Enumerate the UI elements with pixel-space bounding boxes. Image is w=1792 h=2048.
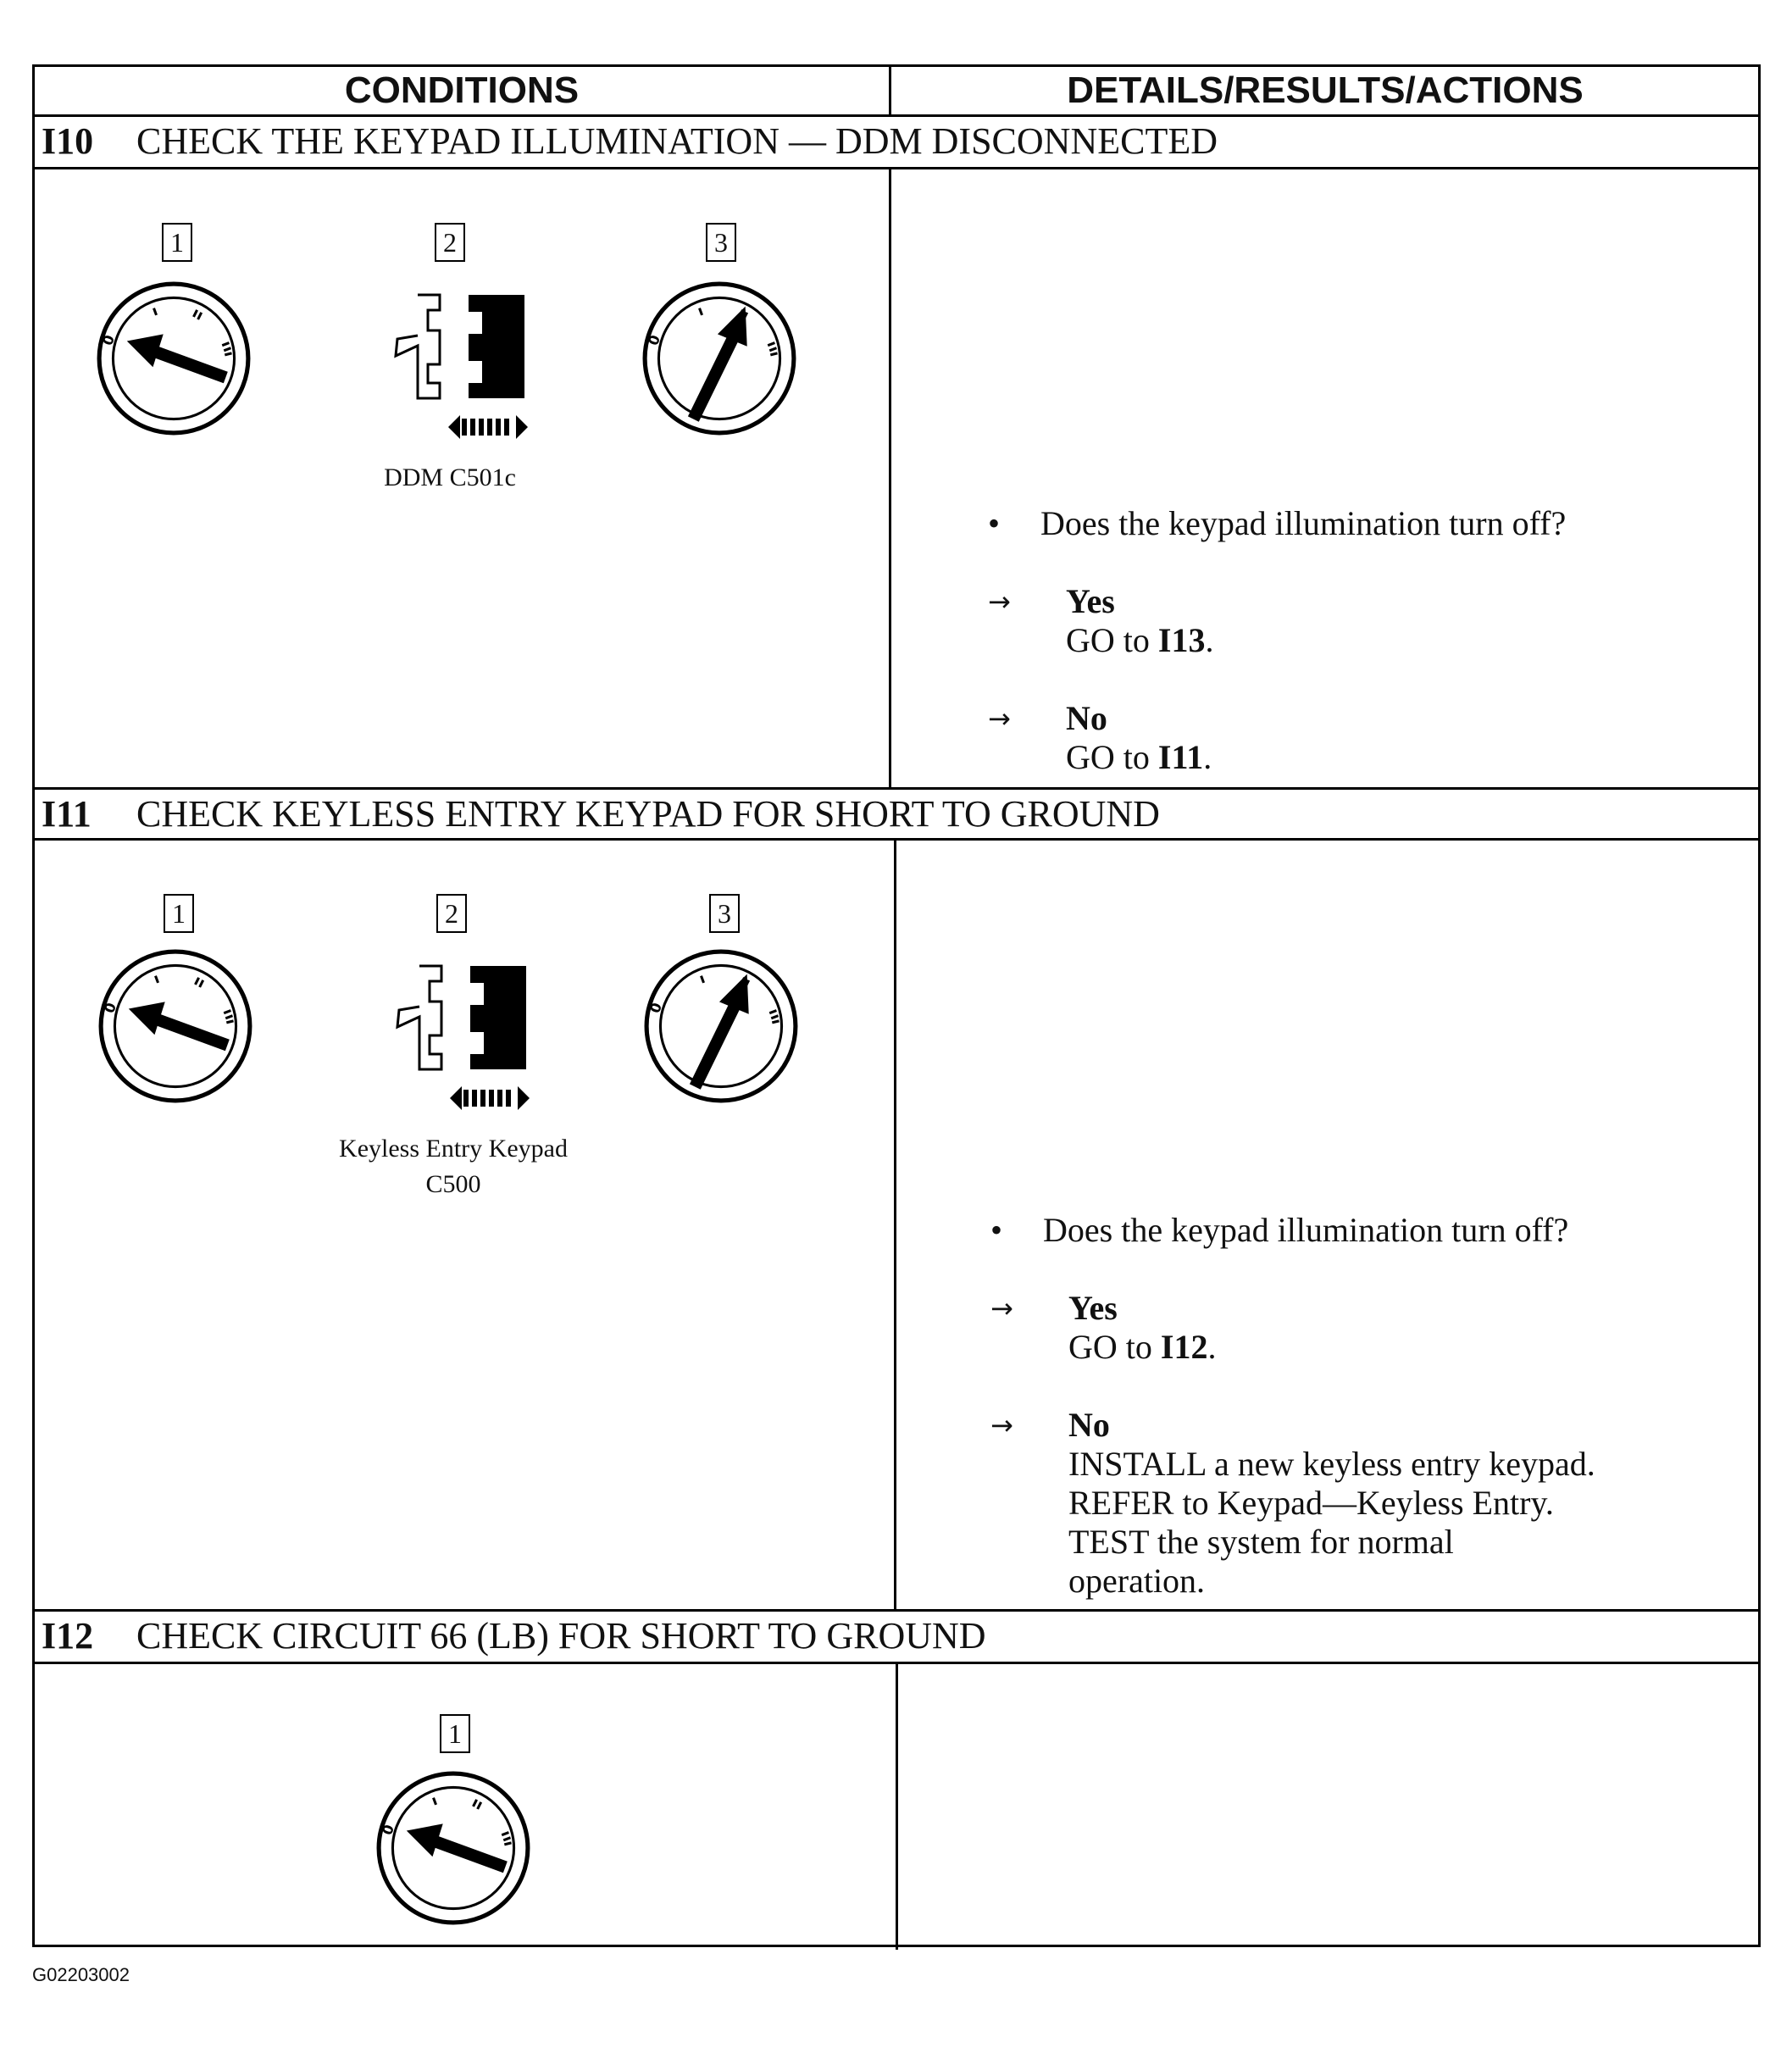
step-title-text: CHECK CIRCUIT 66 (LB) FOR SHORT TO GROUN… [136,1614,986,1657]
step-number: I10 [42,119,94,162]
question-text: Does the keypad illumination turn off? [1040,504,1567,542]
ignition-switch-run-icon [643,948,799,1104]
ignition-switch-off-icon [375,1770,531,1926]
step-title-text: CHECK KEYLESS ENTRY KEYPAD FOR SHORT TO … [136,792,1160,835]
column-divider [896,1662,898,1950]
connector-disconnect-icon [394,293,530,441]
step-title-i10: I10 CHECK THE KEYPAD ILLUMINATION — DDM … [42,116,1218,165]
column-divider [894,838,896,1611]
connector-label-line: Keyless Entry Keypad [339,1135,568,1163]
connector-disconnect-icon [396,964,531,1112]
yes-label: Yes [1066,582,1115,620]
column-divider [889,67,891,116]
step-badge: 1 [162,223,192,262]
yes-action: GO to I12. [1068,1328,1217,1366]
arrow-icon: → [990,1409,1013,1441]
connector-label-line: C500 [425,1170,481,1198]
ignition-switch-off-icon [96,280,252,436]
bullet: • [988,504,1001,542]
step-badge: 1 [440,1714,470,1753]
no-action-line: REFER to Keypad—Keyless Entry. [1068,1484,1554,1522]
yes-label: Yes [1068,1289,1118,1327]
step-title-text: CHECK THE KEYPAD ILLUMINATION — DDM DISC… [136,119,1218,162]
arrow-icon: → [990,1292,1013,1324]
step-title-i11: I11 CHECK KEYLESS ENTRY KEYPAD FOR SHORT… [42,789,1160,838]
rule [35,838,1758,841]
no-action-line: INSTALL a new keyless entry keypad. [1068,1445,1595,1483]
step-reference: I12 [1160,1328,1208,1366]
arrow-icon: → [988,702,1011,735]
diagnostic-table: CONDITIONS DETAILS/RESULTS/ACTIONS I10 C… [32,64,1761,1950]
rule [35,167,1758,169]
yes-action: GO to I13. [1066,621,1214,659]
rule [35,787,1758,790]
step-badge: 1 [164,894,194,933]
step-reference: I11 [1157,738,1204,776]
step-badge: 2 [436,894,467,933]
details-header: DETAILS/RESULTS/ACTIONS [1067,69,1584,111]
arrow-icon: → [988,586,1011,618]
column-divider [889,167,891,789]
step-number: I11 [42,792,92,835]
rule [35,114,1758,117]
connector-label: DDM C501c [384,463,516,491]
no-label: No [1066,699,1107,737]
ignition-switch-run-icon [641,280,797,436]
no-action: GO to I11. [1066,738,1212,776]
step-reference: I13 [1157,621,1206,659]
step-badge: 2 [435,223,465,262]
step-badge: 3 [709,894,740,933]
ignition-switch-off-icon [97,948,253,1104]
rule [35,1609,1758,1612]
no-action-line: TEST the system for normal [1068,1523,1454,1561]
question-text: Does the keypad illumination turn off? [1043,1211,1569,1249]
conditions-header: CONDITIONS [344,69,580,111]
no-action-line: operation. [1068,1562,1206,1600]
no-label: No [1068,1406,1110,1444]
i10-actions: • Does the keypad illumination turn off?… [988,504,1734,784]
i11-actions: • Does the keypad illumination turn off?… [990,1211,1736,1606]
connector-label: Keyless Entry Keypad C500 [301,1131,606,1202]
step-badge: 3 [706,223,736,262]
step-number: I12 [42,1614,94,1657]
step-title-i12: I12 CHECK CIRCUIT 66 (LB) FOR SHORT TO G… [42,1611,986,1660]
figure-code: G02203002 [32,1964,130,1985]
bullet: • [990,1211,1003,1249]
